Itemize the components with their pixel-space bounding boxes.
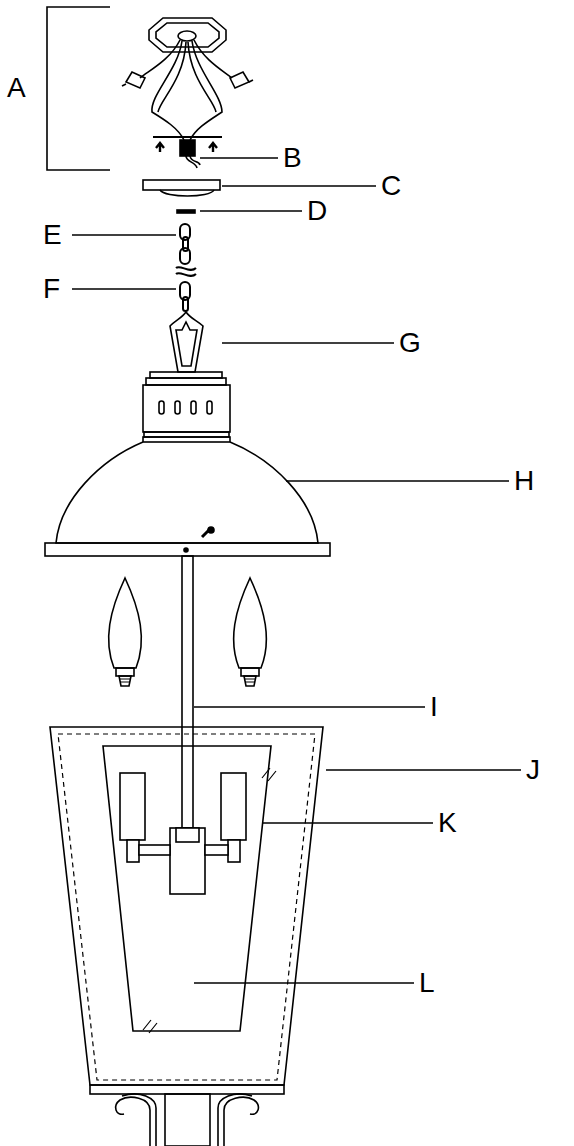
lock-nut — [177, 210, 195, 213]
ceiling-mount — [122, 18, 253, 152]
callout-letter: J — [525, 756, 541, 784]
callout-letter: E — [42, 221, 63, 249]
callout-letter: L — [418, 969, 436, 997]
bracket — [47, 7, 110, 170]
callout-letter: A — [6, 74, 27, 102]
callout-letter: I — [429, 693, 439, 721]
callout-letter: F — [42, 275, 61, 303]
lantern-base — [90, 1085, 284, 1146]
callout-letter: K — [437, 809, 458, 837]
candle-sockets — [120, 773, 246, 894]
lantern-frame — [50, 727, 323, 1085]
callout-letter: B — [282, 144, 303, 172]
canopy — [143, 180, 220, 196]
leader-lines — [72, 158, 521, 983]
hanging-loop — [170, 312, 203, 372]
callout-letter: D — [306, 197, 328, 225]
chain — [176, 224, 196, 311]
bulbs — [109, 578, 267, 686]
callout-letter: G — [398, 329, 422, 357]
threaded-nipple — [180, 140, 200, 168]
callout-letter: C — [380, 172, 402, 200]
callout-letter: H — [513, 467, 535, 495]
center-rod — [182, 556, 193, 828]
hood — [45, 372, 330, 556]
